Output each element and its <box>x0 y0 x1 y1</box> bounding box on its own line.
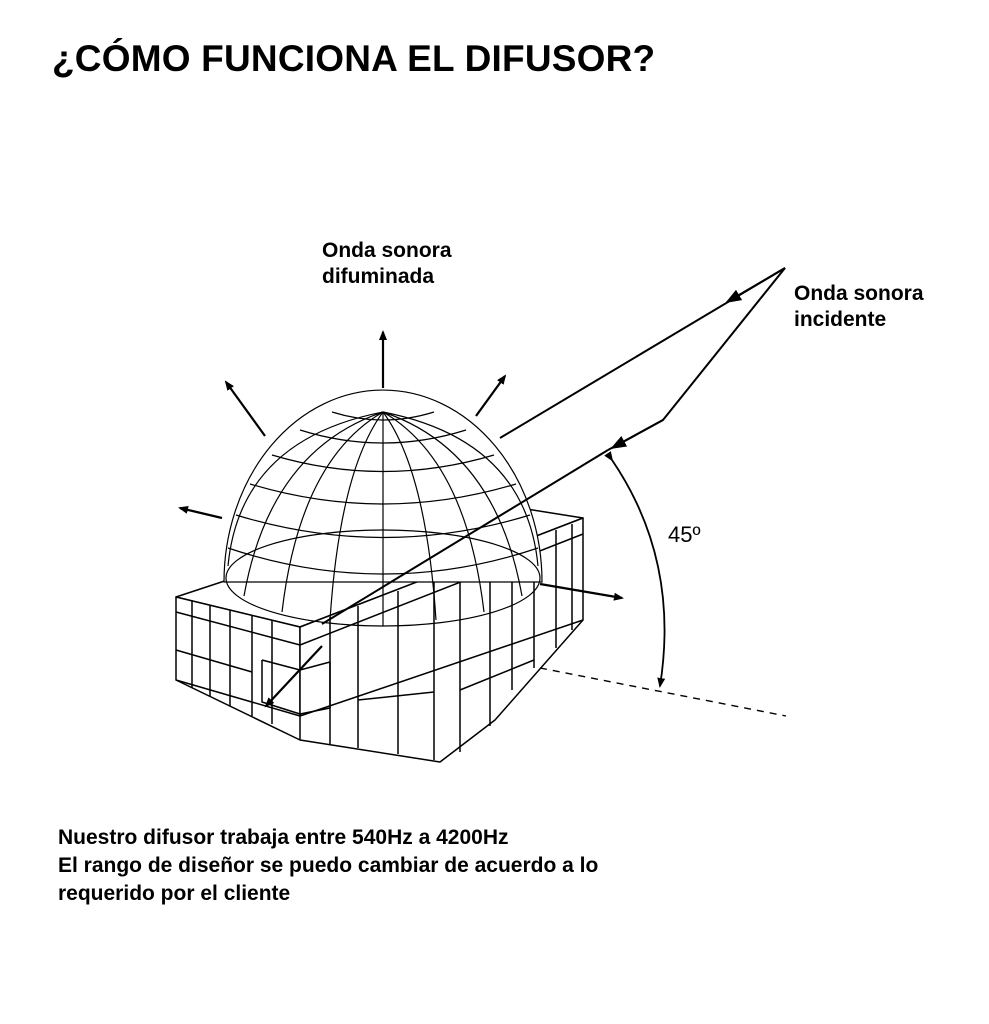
notes: Nuestro difusor trabaja entre 540Hz a 42… <box>58 824 598 908</box>
incident-wave <box>321 267 786 625</box>
page-title: ¿CÓMO FUNCIONA EL DIFUSOR? <box>52 38 656 79</box>
notes-line1: Nuestro difusor trabaja entre 540Hz a 42… <box>58 826 509 849</box>
incident-wave-label-line1: Onda sonora <box>794 282 924 305</box>
angle-arc <box>604 451 666 688</box>
reference-line <box>539 667 787 717</box>
diffused-wave-label-line1: Onda sonora <box>322 239 452 262</box>
notes-line3: requerido por el cliente <box>58 882 291 905</box>
notes-line2: El rango de diseñor se puedo cambiar de … <box>58 854 599 877</box>
incident-wave-label: Onda sonora incidente <box>794 281 924 333</box>
diffused-wave-label-line2: difuminada <box>322 265 435 288</box>
angle-label: 45º <box>668 522 701 547</box>
diffused-wave-label: Onda sonora difuminada <box>322 238 452 290</box>
incident-wave-label-line2: incidente <box>794 308 887 331</box>
diffuser-dome <box>223 389 543 627</box>
